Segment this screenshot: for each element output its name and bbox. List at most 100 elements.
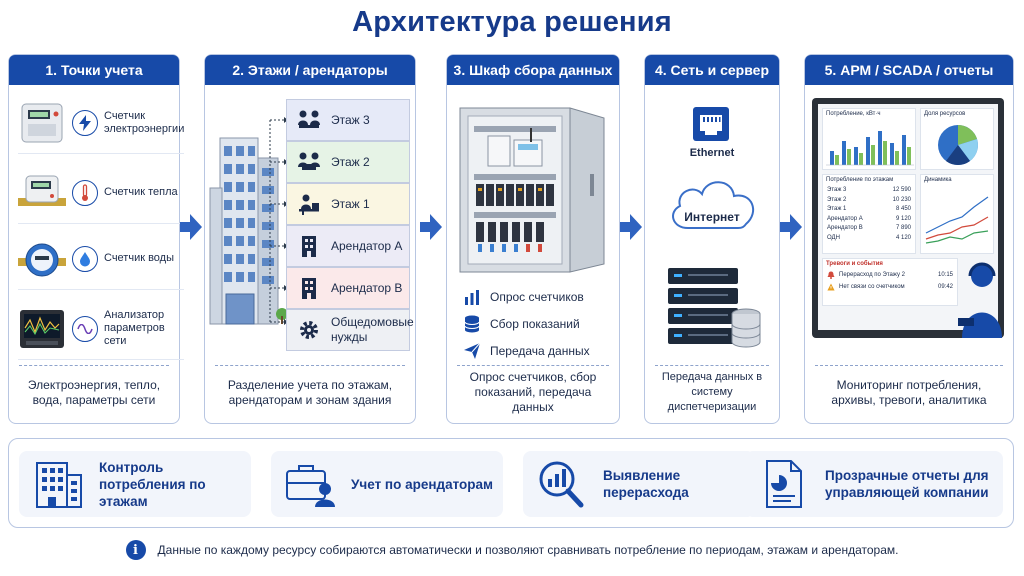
panel-footer: Электроэнергия, тепло, вода, параметры с…: [19, 365, 169, 413]
ethernet-label: Ethernet: [689, 147, 735, 159]
alarm-text: Нет связи со счетчиком: [839, 284, 905, 290]
cloud-icon: [672, 181, 755, 229]
office-building-icon: [297, 235, 321, 257]
lightning-icon: [72, 109, 98, 136]
warning-icon: [827, 283, 835, 291]
alarm-row: Перерасход по Этажу 2 10:15: [823, 269, 957, 281]
floor-row-tenant-b: Арендатор В: [286, 267, 410, 309]
list-item-poll-meters: Опрос счетчиков: [462, 286, 584, 308]
floor-label: Арендатор В: [331, 281, 403, 295]
page-title: Архитектура решения: [352, 6, 672, 38]
panel-header: 1. Точки учета: [9, 55, 179, 85]
floor-label: Этаж 1: [331, 197, 370, 211]
floor-label: Арендатор А: [331, 239, 403, 253]
consumption-chart-card: Потребление, кВт·ч: [822, 108, 916, 170]
panel-footer: Опрос счетчиков, сбор показаний, передач…: [457, 365, 609, 414]
meter-heat: Счетчик тепла: [18, 162, 184, 224]
alarms-title: Тревоги и события: [826, 261, 883, 267]
floor-label: Этаж 2: [331, 155, 370, 169]
list-item-transfer-data: Передача данных: [462, 340, 590, 362]
row-name: Этаж 2: [827, 196, 847, 203]
row-name: Этаж 3: [827, 187, 847, 193]
desk-worker-icon: [297, 193, 321, 215]
floor-row-tenant-a: Арендатор А: [286, 225, 410, 267]
flow-arrow-icon: [180, 214, 202, 240]
floor-connectors: [269, 117, 288, 325]
meeting-people-icon: [297, 109, 321, 131]
flow-arrow-icon: [420, 214, 442, 240]
ethernet-port-icon: [693, 107, 729, 141]
row-value: 12 590: [892, 187, 911, 193]
list-item-label: Передача данных: [490, 344, 590, 358]
analyzer-image: [18, 306, 66, 352]
benefit-transparent-reports: Прозрачные отчеты для управляющей компан…: [745, 451, 1003, 517]
note-text: Данные по каждому ресурсу собираются авт…: [157, 543, 899, 557]
row-value: 8 450: [895, 206, 911, 212]
alarm-row: Нет связи со счетчиком 09:42: [823, 281, 957, 293]
meter-electricity: Счетчик электроэнергии: [18, 92, 184, 154]
row-value: 7 890: [895, 225, 911, 231]
report-icon: [757, 459, 813, 509]
database-icon: [464, 315, 480, 333]
heat-meter-image: [18, 170, 66, 216]
data-cabinet-illustration: [459, 107, 605, 273]
dynamics-chart-card: Динамика: [920, 174, 994, 254]
floor-label: Этаж 3: [331, 113, 370, 127]
sine-wave-icon: [72, 315, 98, 342]
internet-label: Интернет: [684, 210, 740, 224]
table-title: Потребление по этажам: [826, 177, 894, 183]
list-item-collect-readings: Сбор показаний: [462, 313, 580, 335]
operator-icon: [958, 262, 1002, 338]
floor-row-floor-1: Этаж 1: [286, 183, 410, 225]
server-rack-icon: [668, 268, 761, 348]
paper-plane-icon: [464, 342, 481, 359]
benefit-floor-control: Контроль потребления по этажам: [19, 451, 251, 517]
benefit-overconsumption: Выявление перерасхода: [523, 451, 755, 517]
meter-label: Счетчик тепла: [104, 186, 178, 198]
water-drop-icon: [72, 245, 98, 272]
info-icon: i: [125, 540, 146, 560]
floor-row-common-needs: Общедомовые нужды: [286, 309, 414, 351]
table-row: ОДН 4 120: [823, 234, 915, 244]
table-row: Арендатор А 9 120: [823, 215, 915, 225]
building-illustration: [209, 137, 288, 325]
office-building-icon: [297, 277, 321, 299]
meeting-people-icon: [297, 151, 321, 173]
row-value: 4 120: [895, 234, 911, 241]
benefit-text: Учет по арендаторам: [351, 476, 493, 492]
meter-label: Счетчик воды: [104, 252, 175, 264]
electricity-meter-image: [18, 100, 66, 146]
chart-title: Динамика: [924, 177, 952, 183]
row-value: 10 230: [892, 196, 911, 203]
row-name: Арендатор В: [827, 225, 863, 231]
benefit-text: Прозрачные отчеты для управляющей компан…: [825, 468, 989, 500]
row-name: Арендатор А: [827, 215, 863, 222]
tenant-briefcase-icon: [283, 459, 339, 509]
benefit-text: Контроль потребления по этажам: [99, 459, 206, 509]
resource-share-card: Доля ресурсов: [920, 108, 994, 170]
flow-arrow-icon: [620, 214, 642, 240]
meter-water: Счетчик воды: [18, 228, 184, 290]
floor-row-floor-3: Этаж 3: [286, 99, 410, 141]
row-value: 9 120: [895, 215, 911, 222]
panel-header: 5. АРМ / SCADA / отчеты: [805, 55, 1013, 85]
benefits-section: Контроль потребления по этажам Учет по а…: [8, 438, 1014, 528]
alarm-text: Перерасход по Этажу 2: [839, 272, 905, 278]
list-item-label: Сбор показаний: [490, 317, 580, 331]
panel-header: 3. Шкаф сбора данных: [447, 55, 619, 85]
panel-footer: Передача данных в систему диспетчеризаци…: [655, 365, 769, 413]
alarm-time: 10:15: [937, 272, 953, 278]
table-row: Этаж 2 10 230: [823, 196, 915, 206]
alarms-card: Тревоги и события Перерасход по Этажу 2 …: [822, 258, 958, 306]
flow-arrow-icon: [780, 214, 802, 240]
alarm-time: 09:42: [937, 284, 953, 290]
floor-label: Общедомовые нужды: [331, 315, 414, 344]
benefit-text: Выявление перерасхода: [603, 468, 689, 500]
chart-title: Доля ресурсов: [924, 111, 966, 117]
table-row: Этаж 3 12 590: [823, 186, 915, 196]
row-name: ОДН: [827, 234, 840, 241]
meter-label: Анализатор параметров сети: [104, 309, 165, 347]
water-meter-image: [18, 236, 66, 282]
table-row: Арендатор В 7 890: [823, 224, 915, 234]
